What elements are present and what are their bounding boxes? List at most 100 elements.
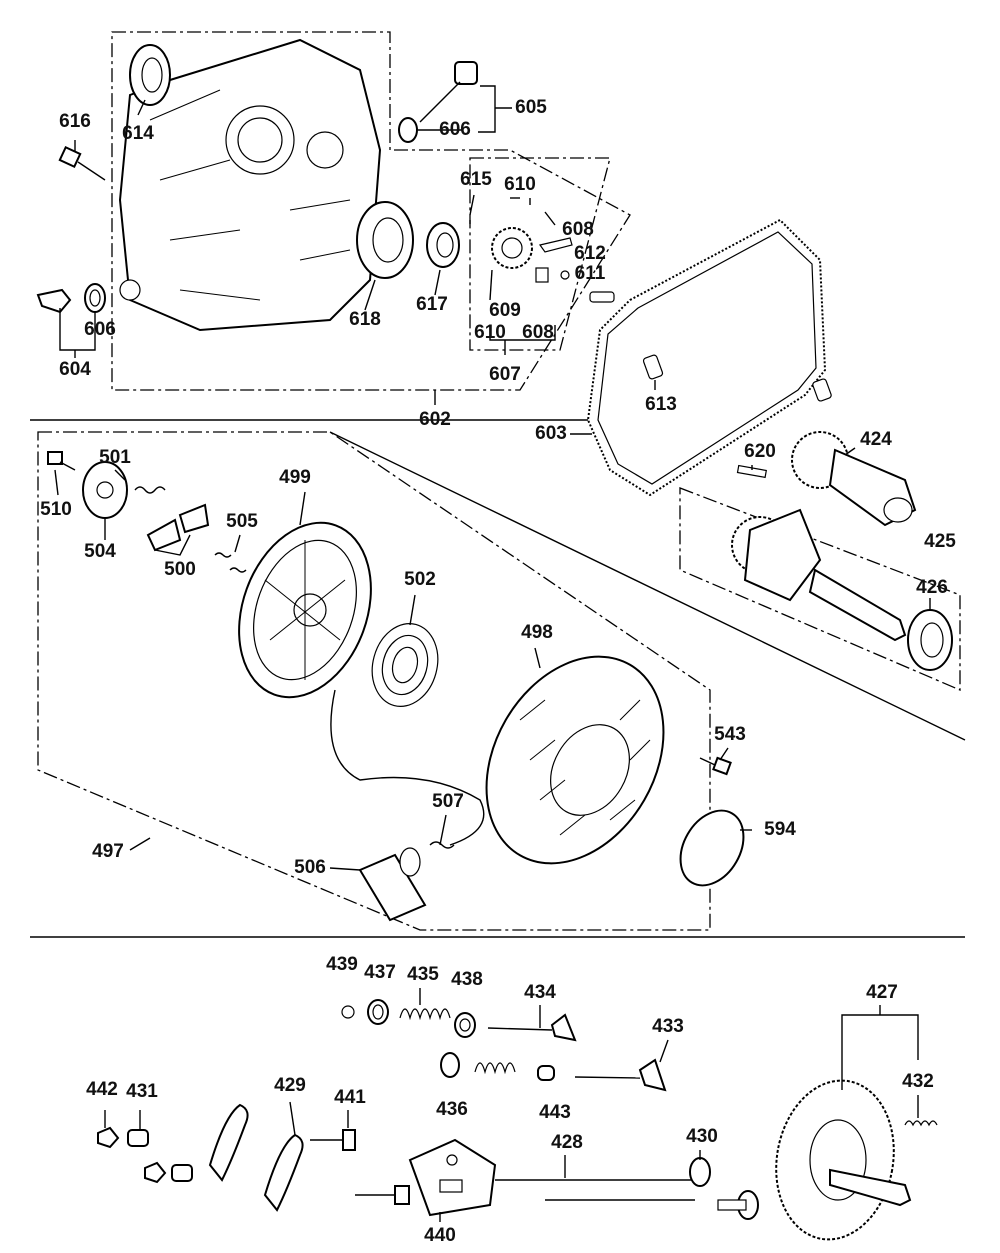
callout-439: 439	[326, 954, 358, 975]
callout-437: 437	[364, 962, 396, 983]
callout-434: 434	[524, 982, 556, 1003]
callout-507: 507	[432, 791, 464, 812]
starter-rope-part	[330, 689, 485, 846]
pin-611-part	[560, 270, 615, 303]
pulley-499-part	[238, 521, 372, 699]
cam-gear-427-part	[775, 1079, 912, 1241]
callout-442: 442	[86, 1079, 118, 1100]
callout-431: 431	[126, 1081, 158, 1102]
bolt-616-part	[58, 145, 106, 181]
valve-433-part	[574, 1058, 667, 1092]
group-outlines	[37, 31, 961, 931]
valve-spring-435-part	[399, 1008, 451, 1021]
oil-seal-614-part	[129, 44, 171, 106]
callout-430: 430	[686, 1126, 718, 1147]
callout-607: 607	[489, 364, 521, 385]
callout-436: 436	[436, 1099, 468, 1120]
callout-labels: 616 614 605 606 615 610 608 612 611 609 …	[40, 97, 956, 1246]
callout-610-lower: 610	[474, 322, 506, 343]
bolt-510-part	[47, 451, 76, 471]
drain-plug-604-part	[36, 283, 106, 314]
callout-435: 435	[407, 964, 439, 985]
crankshaft-425-part	[731, 508, 907, 642]
push-rod-428-part	[495, 1179, 695, 1201]
starter-case-498-part	[485, 655, 665, 865]
callout-500: 500	[164, 559, 196, 580]
bolt-543-part	[699, 756, 732, 776]
callout-443: 443	[539, 1102, 571, 1123]
seal-443-part	[537, 1065, 555, 1081]
divider-slant	[329, 431, 966, 741]
callout-617: 617	[416, 294, 448, 315]
valve-spring-part	[474, 1062, 516, 1075]
bearing-617-part	[426, 222, 460, 268]
callout-604: 604	[59, 359, 91, 380]
callout-428: 428	[551, 1132, 583, 1153]
callout-613: 613	[645, 394, 677, 415]
callout-616: 616	[59, 111, 91, 132]
callout-510: 510	[40, 499, 72, 520]
dowel-613-part	[642, 354, 832, 402]
group-425-outline	[679, 487, 961, 691]
callout-497: 497	[92, 841, 124, 862]
callout-614: 614	[122, 123, 154, 144]
camshaft-424-part	[791, 431, 917, 527]
retainer-436-part	[440, 1052, 460, 1078]
callout-610-upper: 610	[504, 174, 536, 195]
tappet-430-part	[689, 1157, 759, 1220]
callout-603: 603	[535, 423, 567, 444]
bearing-426-part	[907, 609, 953, 671]
spring-501-part	[134, 486, 166, 494]
dipstick-605-part	[398, 61, 478, 143]
callout-609: 609	[489, 300, 521, 321]
callout-620: 620	[744, 441, 776, 462]
callout-438: 438	[451, 969, 483, 990]
callout-606-drain: 606	[84, 319, 116, 340]
ratchet-504-part	[82, 461, 128, 519]
group-602-outline	[111, 31, 631, 391]
leader-lines	[54, 85, 931, 1222]
callout-429: 429	[274, 1075, 306, 1096]
callout-502: 502	[404, 569, 436, 590]
rocker-arm-429-part	[208, 1103, 304, 1212]
callout-426: 426	[916, 577, 948, 598]
callout-424: 424	[860, 429, 892, 450]
cotter-439-part	[341, 1005, 355, 1019]
gasket-603-part	[586, 218, 827, 497]
nut-442-part	[97, 1126, 167, 1184]
o-ring-594-part	[679, 809, 745, 887]
governor-gear-609-part	[469, 197, 573, 301]
callout-611: 611	[575, 263, 606, 284]
callout-433: 433	[652, 1016, 684, 1037]
callout-615: 615	[460, 169, 492, 190]
bearing-618-part	[356, 201, 414, 279]
callout-606-dipstick: 606	[439, 119, 471, 140]
callout-441: 441	[334, 1087, 366, 1108]
callout-602: 602	[419, 409, 451, 430]
callout-432: 432	[902, 1071, 934, 1092]
callout-504: 504	[84, 541, 116, 562]
spring-505-part	[214, 552, 247, 573]
spring-432-part	[904, 1120, 938, 1127]
pawl-500-part	[146, 503, 210, 552]
callout-506: 506	[294, 857, 326, 878]
callout-501: 501	[99, 447, 131, 468]
valve-434-part	[487, 1013, 577, 1042]
callout-440: 440	[424, 1225, 456, 1246]
callout-605: 605	[515, 97, 547, 118]
callout-505: 505	[226, 511, 258, 532]
callout-608-upper: 608	[562, 219, 594, 240]
callout-594: 594	[764, 819, 796, 840]
callout-608-lower: 608	[522, 322, 554, 343]
pivot-431-part	[127, 1129, 193, 1182]
callout-427: 427	[866, 982, 898, 1003]
callout-618: 618	[349, 309, 381, 330]
seat-438-part	[454, 1012, 476, 1038]
callout-612: 612	[574, 243, 606, 264]
callout-499: 499	[279, 467, 311, 488]
retainer-437-part	[367, 999, 389, 1025]
stud-441-part	[310, 1129, 410, 1205]
handle-506-part	[358, 841, 455, 922]
guide-plate-440-part	[408, 1138, 497, 1217]
